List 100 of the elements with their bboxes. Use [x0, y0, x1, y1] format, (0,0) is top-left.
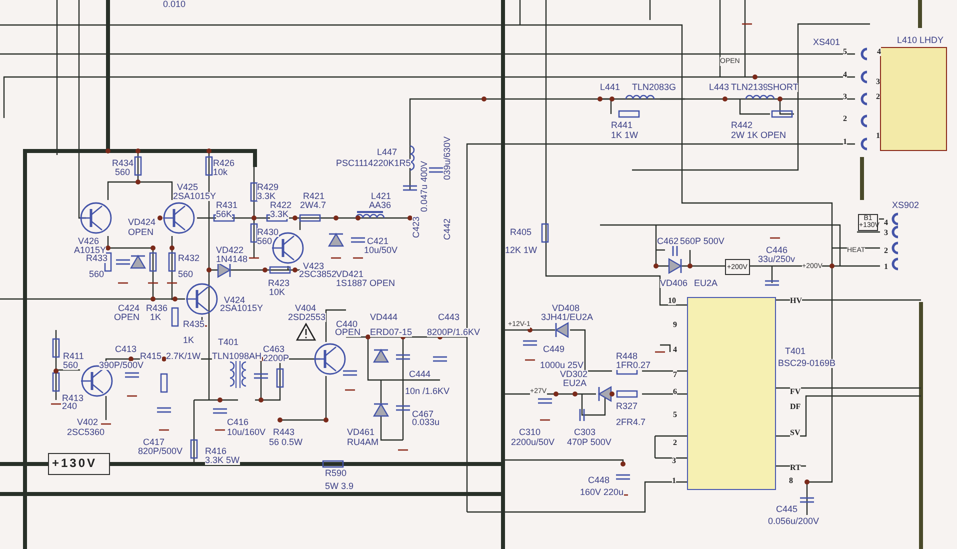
- pin-label: 1: [884, 262, 888, 271]
- part-reference: R405: [510, 228, 532, 237]
- part-value: 2200u/50V: [511, 438, 555, 447]
- part-value: OPEN: [114, 313, 140, 322]
- part-value: 1K: [150, 313, 162, 322]
- pin-label: 2: [876, 92, 880, 101]
- pin-label: 8: [789, 476, 793, 485]
- pin-label: 2: [843, 114, 847, 123]
- part-value: 3.3K 5W: [205, 456, 240, 465]
- pin-label: FV: [790, 387, 801, 396]
- part-value: 3.3K: [270, 210, 289, 219]
- part-value: 2FR4.7: [616, 418, 646, 427]
- pin-label: SV: [790, 428, 800, 437]
- part-reference: VD406: [660, 279, 688, 288]
- pin-label: 6: [673, 387, 677, 396]
- part-value: 3JH41/EU2A: [541, 313, 594, 322]
- part-value: OPEN: [335, 328, 361, 337]
- part-reference: C462: [657, 237, 679, 246]
- part-label: L410 LHDY: [897, 36, 944, 45]
- part-value: EU2A: [563, 379, 587, 388]
- part-reference: R434: [112, 159, 134, 168]
- part-reference: C417: [143, 438, 165, 447]
- part-reference: VD424: [128, 218, 156, 227]
- part-value: 240: [62, 402, 78, 411]
- part-value: 10n /1.6KV: [405, 387, 450, 396]
- part-reference: L441: [600, 83, 620, 92]
- part-value: A1015Y: [74, 246, 106, 255]
- part-reference: R448: [616, 352, 638, 361]
- part-value: 1K: [183, 336, 194, 345]
- part-value: 0.056u/200V: [768, 517, 820, 526]
- part-reference: C310: [519, 428, 541, 437]
- part-value: 470P 500V: [567, 438, 612, 447]
- part-value: 10K: [269, 288, 286, 297]
- part-reference: R416: [205, 447, 227, 456]
- part-value: 560: [63, 361, 78, 370]
- part-reference: R431: [216, 201, 238, 210]
- part-reference: C446: [766, 246, 788, 255]
- part-value: 390P/500V: [99, 361, 144, 370]
- part-value: EU2A: [694, 279, 718, 288]
- part-value: 10u/50V: [364, 246, 398, 255]
- part-reference: L443: [709, 83, 730, 92]
- part-value: 1S1887 OPEN: [336, 279, 396, 288]
- pin-label: RT: [790, 463, 801, 472]
- part-reference: R422: [270, 201, 292, 210]
- pin-label: 3: [672, 456, 676, 465]
- part-value: 56 0.5W: [269, 438, 303, 447]
- part-value: 560: [115, 168, 130, 177]
- pin-label: 5: [843, 47, 847, 56]
- part-reference: V426: [78, 237, 100, 246]
- part-reference: R421: [303, 192, 325, 201]
- part-reference: XS902: [892, 201, 920, 210]
- part-value: 1K 1W: [611, 131, 638, 140]
- part-reference: R435: [183, 320, 205, 329]
- part-reference: C445: [776, 505, 798, 514]
- part-value: 0.047u 400V: [420, 160, 429, 212]
- pin-label: 5: [673, 410, 677, 419]
- part-value: 2SC3852: [299, 270, 337, 279]
- part-value: TLN2139: [731, 83, 768, 92]
- part-reference: R430: [257, 228, 279, 237]
- part-reference: C449: [543, 345, 565, 354]
- part-reference: R423: [268, 279, 290, 288]
- part-reference: R442: [731, 121, 753, 130]
- part-value: 0.033u: [412, 418, 440, 427]
- part-value: 1N4148: [216, 255, 248, 264]
- part-reference: R415: [140, 352, 162, 361]
- part-reference: R443: [273, 428, 295, 437]
- pin-label: 4: [884, 218, 888, 227]
- pin-label: 9: [673, 320, 677, 329]
- pin-label: 1: [876, 131, 880, 140]
- part-value: 8200P/1.6KV: [427, 328, 480, 337]
- part-reference: XS401: [813, 38, 840, 47]
- part-value: 560: [89, 270, 104, 279]
- part-value: 1FR0.27: [616, 361, 651, 370]
- part-value: 2W 1K OPEN: [731, 131, 786, 140]
- part-reference: L421: [371, 192, 392, 201]
- pin-label: 1: [672, 476, 676, 485]
- part-reference: VD461: [347, 428, 375, 437]
- part-reference: T401: [218, 338, 239, 347]
- part-reference: R429: [257, 183, 279, 192]
- part-reference: VD408: [552, 304, 580, 313]
- pin-label: 4: [843, 70, 847, 79]
- part-reference: C421: [367, 237, 389, 246]
- part-value: 10u/160V: [227, 428, 266, 437]
- part-value: 10k: [213, 168, 228, 177]
- part-reference: C463: [263, 345, 285, 354]
- part-value: 56K: [216, 210, 232, 219]
- part-reference: C416: [227, 418, 249, 427]
- part-reference: R327: [616, 402, 638, 411]
- part-reference: C413: [115, 345, 137, 354]
- part-value: 560P 500V: [680, 237, 724, 246]
- part-number: BSC29-0169B: [778, 359, 836, 368]
- part-reference: R433: [86, 254, 108, 263]
- pin-label: 4: [673, 345, 677, 354]
- part-reference: V404: [295, 304, 316, 313]
- part-value: OPEN: [128, 228, 154, 237]
- part-reference: R436: [146, 304, 168, 313]
- part-reference: C448: [588, 476, 610, 485]
- pin-label: 3: [843, 92, 847, 101]
- part-value: 2W4.7: [300, 201, 326, 210]
- part-reference: V425: [177, 183, 198, 192]
